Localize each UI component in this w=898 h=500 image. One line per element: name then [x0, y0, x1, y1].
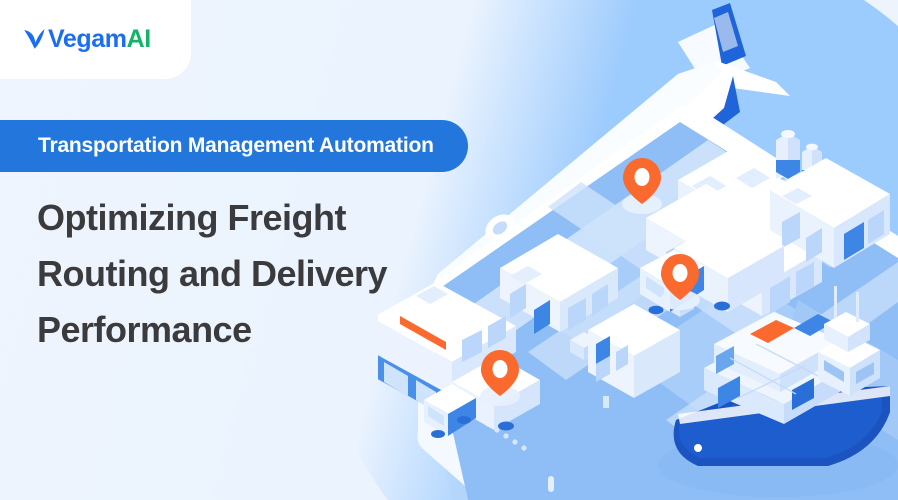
brand-name-secondary: AI: [126, 25, 152, 53]
headline-line-3: Performance: [37, 309, 252, 350]
brand-logo-card[interactable]: VegamAI: [0, 0, 191, 79]
logistics-illustration: [378, 0, 898, 500]
brand-name-primary: Vegam: [48, 25, 127, 53]
logo-wrapper: VegamAI: [22, 27, 151, 52]
brand-name: VegamAI: [48, 27, 151, 52]
page-title: Optimizing Freight Routing and Delivery …: [37, 190, 388, 358]
leaf-check-mark-icon: [24, 29, 45, 49]
headline-line-2: Routing and Delivery: [37, 253, 388, 294]
location-pin-top: [622, 158, 662, 214]
category-badge[interactable]: Transportation Management Automation: [0, 120, 468, 172]
category-badge-label: Transportation Management Automation: [38, 134, 434, 157]
location-pin-bottom: [480, 350, 520, 406]
location-pin-middle: [660, 254, 700, 310]
headline-line-1: Optimizing Freight: [37, 197, 346, 238]
